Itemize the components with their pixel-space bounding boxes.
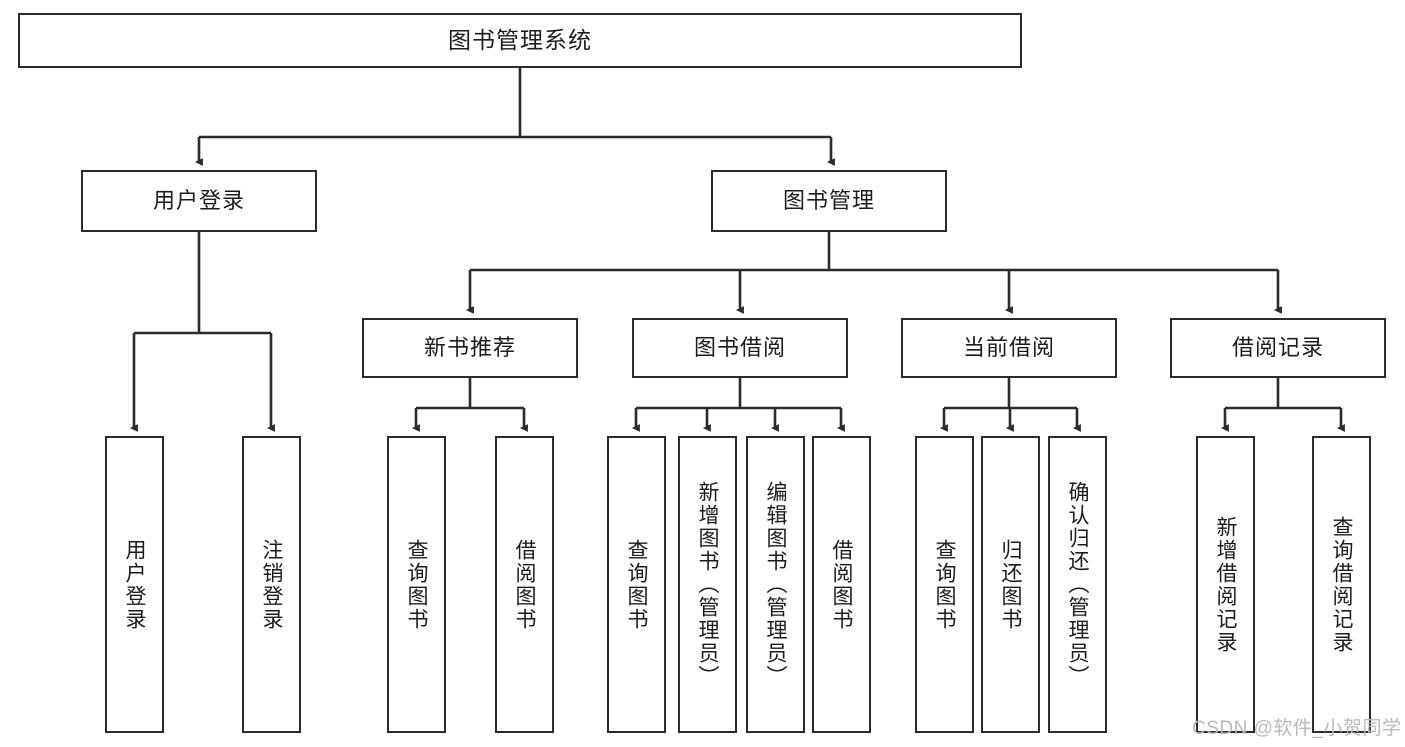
csdn-watermark: CSDN @软件_小贺同学 [1192, 718, 1402, 739]
node-user-login[interactable]: 用户登录 [81, 170, 317, 232]
leaf-label: 编辑图书（管理员） [764, 481, 787, 688]
leaf-current-return-book[interactable]: 归还图书 [981, 436, 1040, 733]
node-book-management-label: 图书管理 [782, 187, 875, 213]
leaf-borrow-query-book[interactable]: 查询图书 [607, 436, 666, 733]
leaf-label: 新增借阅记录 [1214, 515, 1237, 654]
node-book-management[interactable]: 图书管理 [711, 170, 947, 232]
leaf-label: 查询图书 [625, 538, 648, 631]
leaf-label: 确认归还（管理员） [1066, 481, 1089, 688]
leaf-current-query-book[interactable]: 查询图书 [915, 436, 974, 733]
node-borrow-record-label: 借阅记录 [1231, 334, 1324, 360]
leaf-borrow-edit-book[interactable]: 编辑图书（管理员） [746, 436, 805, 733]
node-new-book-recommend[interactable]: 新书推荐 [362, 318, 578, 378]
leaf-current-confirm-return[interactable]: 确认归还（管理员） [1048, 436, 1107, 733]
leaf-borrow-borrow-book[interactable]: 借阅图书 [812, 436, 871, 733]
node-book-borrow-label: 图书借阅 [693, 334, 786, 360]
leaf-user-login-logout[interactable]: 注销登录 [242, 436, 301, 733]
leaf-label: 查询图书 [933, 538, 956, 631]
leaf-label: 新增图书（管理员） [696, 481, 719, 688]
node-borrow-record[interactable]: 借阅记录 [1170, 318, 1386, 378]
leaf-label: 用户登录 [123, 538, 146, 631]
leaf-new-book-borrow[interactable]: 借阅图书 [495, 436, 554, 733]
leaf-label: 借阅图书 [830, 538, 853, 631]
node-root-label: 图书管理系统 [448, 26, 592, 53]
node-current-borrow[interactable]: 当前借阅 [901, 318, 1117, 378]
leaf-label: 注销登录 [260, 538, 283, 631]
leaf-record-add-record[interactable]: 新增借阅记录 [1196, 436, 1255, 733]
leaf-label: 查询借阅记录 [1330, 515, 1353, 654]
node-new-book-recommend-label: 新书推荐 [423, 334, 516, 360]
node-book-borrow[interactable]: 图书借阅 [632, 318, 848, 378]
leaf-user-login-login[interactable]: 用户登录 [105, 436, 164, 733]
leaf-borrow-add-book[interactable]: 新增图书（管理员） [678, 436, 737, 733]
leaf-label: 查询图书 [405, 538, 428, 631]
leaf-label: 归还图书 [999, 538, 1022, 631]
node-current-borrow-label: 当前借阅 [962, 334, 1055, 360]
leaf-new-book-query[interactable]: 查询图书 [387, 436, 446, 733]
node-root-system[interactable]: 图书管理系统 [18, 13, 1022, 68]
leaf-record-query-record[interactable]: 查询借阅记录 [1312, 436, 1371, 733]
node-user-login-label: 用户登录 [152, 187, 245, 213]
leaf-label: 借阅图书 [513, 538, 536, 631]
